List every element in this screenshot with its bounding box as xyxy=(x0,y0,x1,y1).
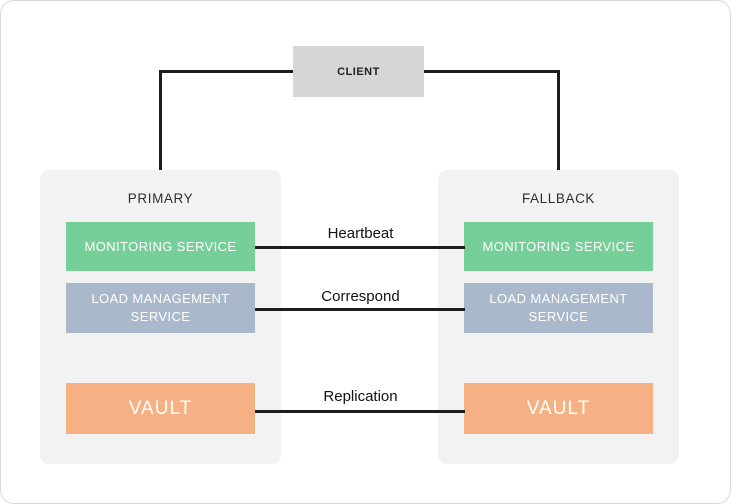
primary-monitoring-service-node: MONITORING SERVICE xyxy=(66,222,255,271)
fallback-monitoring-service-label: MONITORING SERVICE xyxy=(482,239,635,254)
connector-client-fallback-vertical xyxy=(557,70,560,171)
client-node: CLIENT xyxy=(293,46,424,97)
correspond-connection-label: Correspond xyxy=(321,288,400,305)
connector-client-fallback-horizontal xyxy=(423,70,560,73)
fallback-panel: FALLBACK MONITORING SERVICE LOAD MANAGEM… xyxy=(438,170,679,464)
connector-heartbeat-line xyxy=(255,246,465,249)
primary-vault-label: VAULT xyxy=(128,397,193,419)
primary-monitoring-service-label: MONITORING SERVICE xyxy=(84,239,237,254)
connector-client-primary-horizontal xyxy=(159,70,295,73)
primary-load-management-service-node: LOAD MANAGEMENT SERVICE xyxy=(66,283,255,333)
fallback-monitoring-service-node: MONITORING SERVICE xyxy=(464,222,653,271)
client-node-label: CLIENT xyxy=(337,65,380,78)
fallback-panel-title: FALLBACK xyxy=(521,191,596,206)
fallback-vault-label: VAULT xyxy=(526,397,591,419)
fallback-load-management-service-label: LOAD MANAGEMENT SERVICE xyxy=(489,290,628,324)
connector-client-primary-vertical xyxy=(159,70,162,171)
primary-load-management-service-label: LOAD MANAGEMENT SERVICE xyxy=(91,290,230,324)
replication-connection-label: Replication xyxy=(323,388,398,405)
connector-replication-line xyxy=(255,410,465,413)
heartbeat-connection-label: Heartbeat xyxy=(327,225,394,242)
primary-panel-title: PRIMARY xyxy=(127,191,194,206)
connector-correspond-line xyxy=(255,308,465,311)
fallback-load-management-service-node: LOAD MANAGEMENT SERVICE xyxy=(464,283,653,333)
fallback-vault-node: VAULT xyxy=(464,383,653,434)
primary-panel: PRIMARY MONITORING SERVICE LOAD MANAGEME… xyxy=(40,170,281,464)
primary-vault-node: VAULT xyxy=(66,383,255,434)
